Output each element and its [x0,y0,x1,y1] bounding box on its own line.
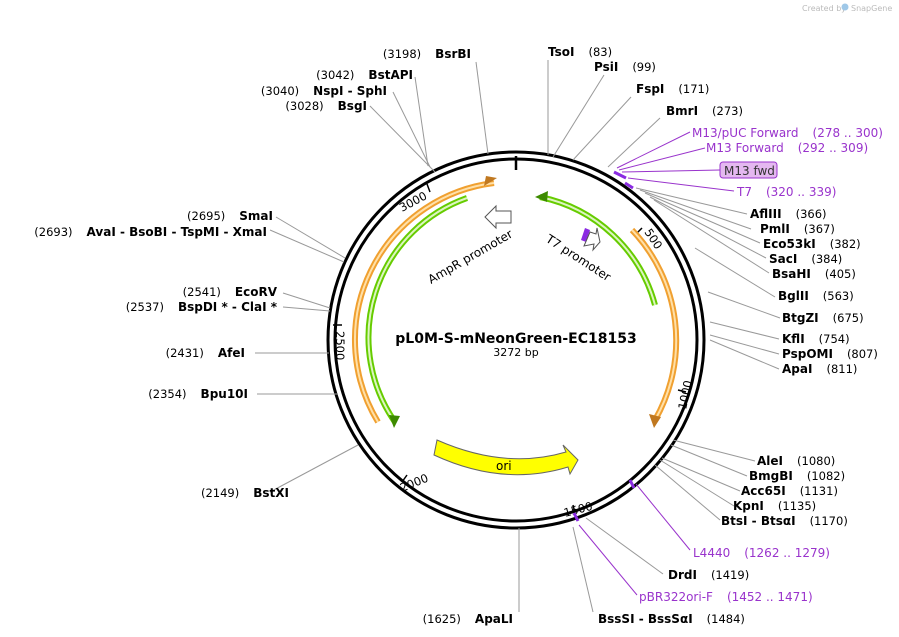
plasmid-name: pL0M-S-mNeonGreen-EC18153 [395,331,636,347]
primer-leaders [578,131,735,596]
t7-promoter-label: T7 promoter [543,231,614,284]
enzyme-labels-left: (1625)ApaLI (2149)BstXI (2354)Bpu10I (24… [34,47,513,626]
backbone [326,150,706,530]
credit-prefix: Created by [802,4,846,13]
ori-arrow [433,439,579,476]
backbone-outer-ring [326,150,706,530]
primer-label-l4440: L4440(1262 .. 1279) [693,546,830,560]
enzyme-label-apali: (1625)ApaLI [423,612,513,626]
enzyme-leaders [255,60,781,613]
enzyme-labels: TsoI(83) PsiI(99) FspI(171) BmrI(273) Af… [548,45,878,626]
ampr-promoter-arrow [484,204,512,230]
enzyme-label-apai: ApaI(811) [782,362,857,376]
enzyme-label-aflIII: AflIII(366) [750,207,827,221]
m13-primer-site [613,170,627,180]
enzyme-label-bsrbi: (3198)BsrBI [383,47,471,61]
ampr-orange-arc-inner [354,182,495,423]
enzyme-label-nspi-sphi: (3040)NspI - SphI [261,84,387,98]
tick-label-1000: 1000 [675,379,695,411]
l4440-primer-site [628,479,636,489]
mneongreen-cds-arc-inner [539,196,656,306]
t7-promoter-arrow [583,227,601,252]
enzyme-label-eco53ki: Eco53kI(382) [763,237,861,251]
primer-labels: M13/pUC Forward(278 .. 300) M13 Forward(… [639,126,883,604]
enzyme-label-psppomi: PspOMI(807) [782,347,878,361]
enzyme-label-alei: AleI(1080) [757,454,835,468]
enzyme-label-drdi: DrdI(1419) [668,568,749,582]
ampr-promoter-label: AmpR promoter [426,227,516,287]
enzyme-label-kpni: KpnI(1135) [733,499,816,513]
tick-1500 [572,504,576,514]
enzyme-label-afei: (2431)AfeI [166,346,245,360]
center-labels: pL0M-S-mNeonGreen-EC18153 3272 bp [395,331,636,359]
ori-label: ori [496,459,512,473]
t7-primer-site-marker [581,228,590,242]
enzyme-label-bpu10i: (2354)Bpu10I [148,387,248,401]
primer-label-pbr322ori-f: pBR322ori-F(1452 .. 1471) [639,590,813,604]
credit-brand: SnapGene [851,4,892,13]
enzyme-label-acc65i: Acc65I(1131) [741,484,838,498]
tick-3000 [426,183,431,193]
tick-2000 [401,474,408,483]
enzyme-label-kfli: KflI(754) [782,332,850,346]
enzyme-label-bsahi: BsaHI(405) [772,267,856,281]
enzyme-label-avai-group: (2693)AvaI - BsoBI - TspMI - XmaI [34,225,267,239]
enzyme-label-fspi: FspI(171) [636,82,709,96]
enzyme-label-bstapi: (3042)BstAPI [316,68,413,82]
plasmid-size: 3272 bp [493,346,538,359]
enzyme-label-btsi: BtsI - BtsαI(1170) [721,514,848,528]
enzyme-label-bspdi-clai: (2537)BspDI * - ClaI * [126,300,278,314]
enzyme-label-saci: SacI(384) [769,252,842,266]
right-orange-arrowhead [649,414,661,428]
enzyme-label-btgzi: BtgZI(675) [782,311,864,325]
tick-1000 [677,389,687,393]
ampr-orange-arrowhead [484,176,497,186]
enzyme-label-bmri: BmrI(273) [666,104,743,118]
primer-label-m13-puc-forward: M13/pUC Forward(278 .. 300) [692,126,883,140]
enzyme-label-tsoi: TsoI(83) [548,45,612,59]
pbr322-primer-site [572,512,580,522]
t7-primer-site [624,181,634,190]
enzyme-label-bsssi: BssSI - BssSαI(1484) [598,612,745,626]
primer-label-t7: T7(320 .. 339) [736,185,836,199]
ampr-cds-arrowhead [389,415,400,428]
snapgene-credit: Created by SnapGene [802,3,892,13]
enzyme-label-bsgi: (3028)BsgI [285,99,367,113]
primer-label-m13-forward: M13 Forward(292 .. 309) [706,141,868,155]
enzyme-label-ecorv: (2541)EcoRV [183,285,278,299]
primer-box-m13-fwd [719,161,778,179]
primer-label-m13-fwd: M13 fwd [724,164,775,178]
tick-label-2500: 2500 [333,331,347,360]
primer-site-marks [572,170,636,522]
enzyme-label-pmli: PmlI(367) [760,222,835,236]
enzyme-label-smai: (2695)SmaI [187,209,273,223]
ampr-cds-arc-inner [367,197,468,423]
enzyme-label-bstxi: (2149)BstXI [201,486,289,500]
features: AmpR promoter T7 promoter ori [352,176,680,476]
ampr-cds-arc [365,195,469,424]
mneongreen-cds-arrowhead [535,191,548,202]
snapgene-logo-icon [841,3,849,11]
enzyme-label-psii: PsiI(99) [594,60,656,74]
enzyme-label-bmgbi: BmgBI(1082) [749,469,845,483]
right-orange-arc-inner [631,229,678,421]
enzyme-label-bglii: BglII(563) [778,289,854,303]
